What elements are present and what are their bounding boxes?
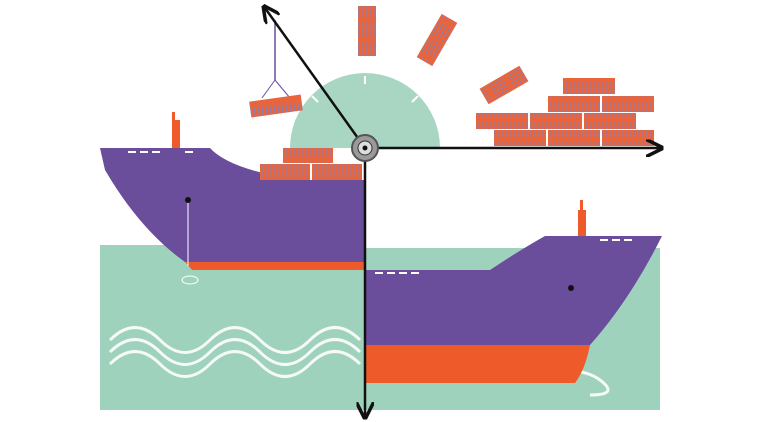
container-stack <box>476 78 654 146</box>
right-ship <box>365 200 662 383</box>
axes <box>265 8 660 416</box>
sun-ticks <box>311 76 419 103</box>
sky-right <box>365 148 665 248</box>
axis-origin-dial <box>351 134 379 162</box>
left-ship <box>100 112 365 285</box>
flying-containers <box>249 6 529 118</box>
sun-semicircle <box>290 73 440 148</box>
